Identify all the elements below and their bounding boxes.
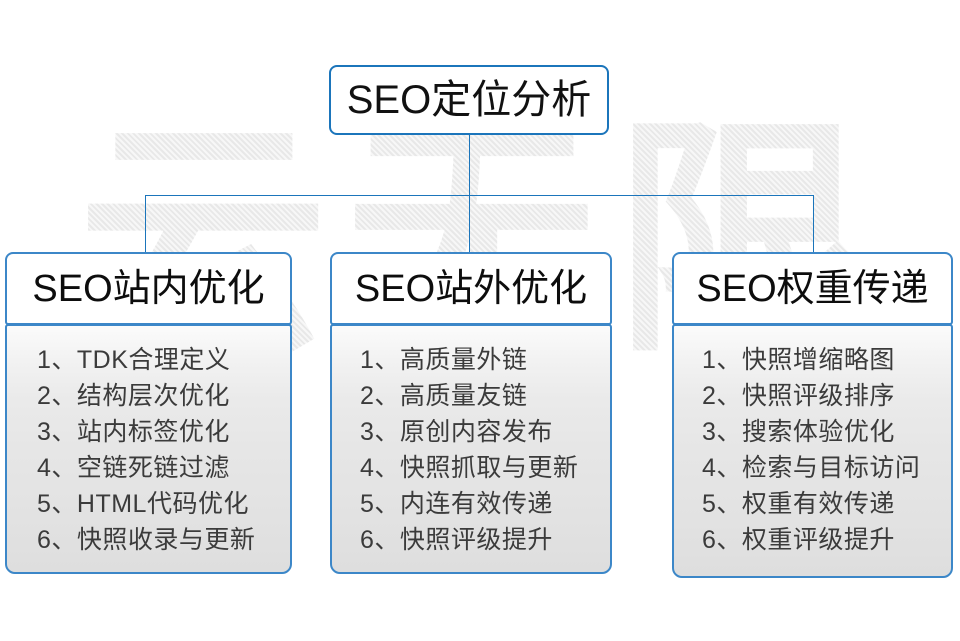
list-item: 5、内连有效传递 <box>360 490 553 518</box>
list-item: 3、站内标签优化 <box>37 418 230 446</box>
list-item: 4、空链死链过滤 <box>37 454 230 482</box>
column-title-0: SEO站内优化 <box>32 267 265 310</box>
column-list-0: 1、TDK合理定义 2、结构层次优化 3、站内标签优化 4、空链死链过滤 5、H… <box>7 342 290 558</box>
column-list-2: 1、快照增缩略图 2、快照评级排序 3、搜索体验优化 4、检索与目标访问 5、权… <box>674 342 951 558</box>
list-item: 4、检索与目标访问 <box>702 454 921 482</box>
list-item: 2、高质量友链 <box>360 382 528 410</box>
column-body-0: 1、TDK合理定义 2、结构层次优化 3、站内标签优化 4、空链死链过滤 5、H… <box>5 324 292 574</box>
list-item: 1、高质量外链 <box>360 346 528 374</box>
root-node[interactable]: SEO定位分析 <box>329 65 609 135</box>
list-item: 5、权重有效传递 <box>702 490 895 518</box>
column-list-1: 1、高质量外链 2、高质量友链 3、原创内容发布 4、快照抓取与更新 5、内连有… <box>332 342 610 558</box>
connector-horizontal-bus <box>145 195 814 196</box>
list-item: 6、快照收录与更新 <box>37 526 256 554</box>
list-item: 3、搜索体验优化 <box>702 418 895 446</box>
list-item: 3、原创内容发布 <box>360 418 553 446</box>
column-title-1: SEO站外优化 <box>354 267 588 310</box>
column-header-0[interactable]: SEO站内优化 <box>5 252 292 325</box>
list-item: 4、快照抓取与更新 <box>360 454 579 482</box>
column-header-2[interactable]: SEO权重传递 <box>672 252 953 325</box>
column-seo-weight-transfer: SEO权重传递 1、快照增缩略图 2、快照评级排序 3、搜索体验优化 4、检索与… <box>672 252 953 578</box>
list-item: 6、权重评级提升 <box>702 526 895 554</box>
list-item: 2、快照评级排序 <box>702 382 895 410</box>
connector-drop-middle <box>469 195 470 253</box>
list-item: 1、快照增缩略图 <box>702 346 895 374</box>
connector-drop-left <box>145 195 146 253</box>
column-body-2: 1、快照增缩略图 2、快照评级排序 3、搜索体验优化 4、检索与目标访问 5、权… <box>672 324 953 578</box>
column-body-1: 1、高质量外链 2、高质量友链 3、原创内容发布 4、快照抓取与更新 5、内连有… <box>330 324 612 574</box>
root-node-title: SEO定位分析 <box>346 78 592 122</box>
connector-root-trunk <box>469 135 470 196</box>
column-seo-onsite: SEO站内优化 1、TDK合理定义 2、结构层次优化 3、站内标签优化 4、空链… <box>5 252 292 574</box>
column-header-1[interactable]: SEO站外优化 <box>330 252 612 325</box>
column-seo-offsite: SEO站外优化 1、高质量外链 2、高质量友链 3、原创内容发布 4、快照抓取与… <box>330 252 612 574</box>
list-item: 1、TDK合理定义 <box>37 346 231 374</box>
column-title-2: SEO权重传递 <box>696 267 929 310</box>
list-item: 2、结构层次优化 <box>37 382 230 410</box>
list-item: 6、快照评级提升 <box>360 526 553 554</box>
connector-drop-right <box>813 195 814 253</box>
list-item: 5、HTML代码优化 <box>37 490 249 518</box>
